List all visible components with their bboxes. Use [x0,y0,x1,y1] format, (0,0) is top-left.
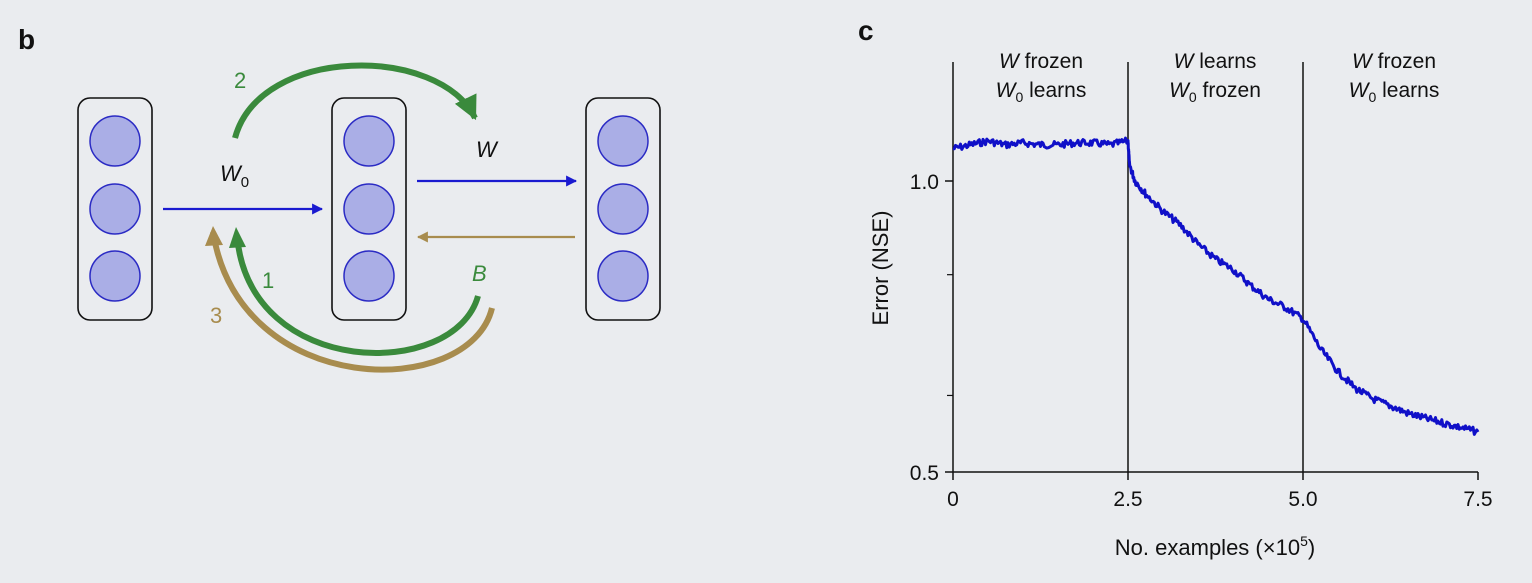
output-neuron [597,183,649,235]
y-tick-label: 0.5 [910,462,939,485]
y-axis-title: Error (NSE) [868,211,893,326]
panel-c: c W frozen W0 learns W learns W0 frozen … [858,15,1493,560]
hidden-layer-box [331,97,407,321]
step-1-label: 1 [262,268,274,293]
output-layer [585,97,661,321]
x-axis-title: No. examples (×105) [1115,533,1315,560]
x-tick-label: 2.5 [1113,488,1142,511]
phase-1-line-1: W frozen [999,50,1083,73]
x-tick-label: 5.0 [1288,488,1317,511]
input-neuron [89,183,141,235]
hidden-neuron [343,183,395,235]
panel-c-letter: c [858,15,874,46]
step-3-arrowhead [205,226,223,246]
phase-1-line-2: W0 learns [996,79,1087,105]
error-chart: 0 2.5 5.0 7.5 0.5 1.0 [910,62,1493,511]
step-3-arc [210,231,495,373]
input-neuron [89,115,141,167]
phase-2-line-1: W learns [1174,50,1257,73]
step-3-label: 3 [210,303,222,328]
x-tick-label: 7.5 [1463,488,1492,511]
output-neuron [597,250,649,302]
step-2-arc [232,62,478,139]
output-layer-box [585,97,661,321]
output-neuron [597,115,649,167]
hidden-neuron [343,250,395,302]
input-layer [77,97,153,321]
step-1-arc [234,235,481,356]
step-1-arrowhead [229,227,246,248]
x-tick-label: 0 [947,488,959,511]
error-series-line-0 [952,136,1480,436]
hidden-layer [331,97,407,321]
w0-label: W0 [220,161,249,191]
y-tick-label: 1.0 [910,171,939,194]
panel-b-letter: b [18,24,35,55]
phase-3-line-1: W frozen [1352,50,1436,73]
w-label: W [476,137,499,162]
hidden-neuron [343,115,395,167]
input-layer-box [77,97,153,321]
phase-3-line-2: W0 learns [1349,79,1440,105]
input-neuron [89,250,141,302]
phase-2-line-2: W0 frozen [1169,79,1261,105]
b-label: B [472,261,487,286]
step-2-label: 2 [234,68,246,93]
phase-label: W learns W0 frozen [1169,50,1261,105]
phase-label: W frozen W0 learns [1349,50,1440,105]
panel-b: b W0 W 2 [18,24,661,373]
phase-label: W frozen W0 learns [996,50,1087,105]
